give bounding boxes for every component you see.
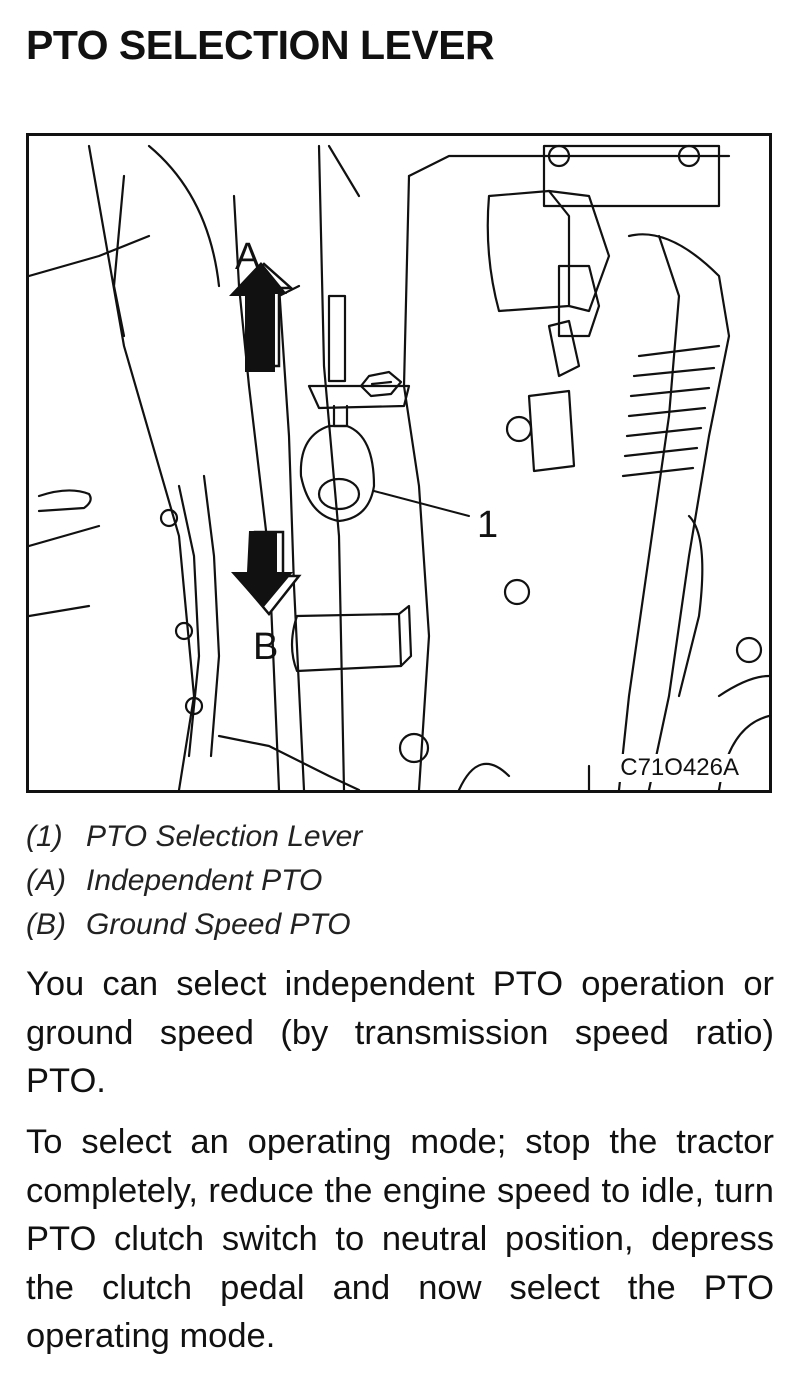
legend-key: (A) [26,864,66,897]
figure-legend: (1) PTO Selection Lever (A) Independent PT… [26,815,362,947]
legend-item: (B) Ground Speed PTO [26,903,362,947]
label-b: B [253,626,279,668]
legend-item: (A) Independent PTO [26,859,362,903]
page-title: PTO SELECTION LEVER [26,22,495,68]
legend-key: (1) [26,820,63,853]
legend-text: Independent PTO [86,864,323,897]
legend-text: Ground Speed PTO [86,908,351,941]
figure-code: C71O426A [616,754,743,782]
body-paragraph: You can select independent PTO operation… [26,965,774,1100]
label-a: A [235,236,261,278]
legend-text: PTO Selection Lever [86,820,363,853]
legend-item: (1) PTO Selection Lever [26,815,362,859]
pto-lever-illustration: A B 1 C71O426A [26,133,772,793]
legend-key: (B) [26,908,66,941]
callout-1: 1 [477,504,499,546]
body-paragraph: To select an operating mode; stop the tr… [26,1123,774,1355]
arrow-down-icon [231,530,302,616]
arrow-up-icon [229,262,295,372]
line-drawing [29,144,769,790]
